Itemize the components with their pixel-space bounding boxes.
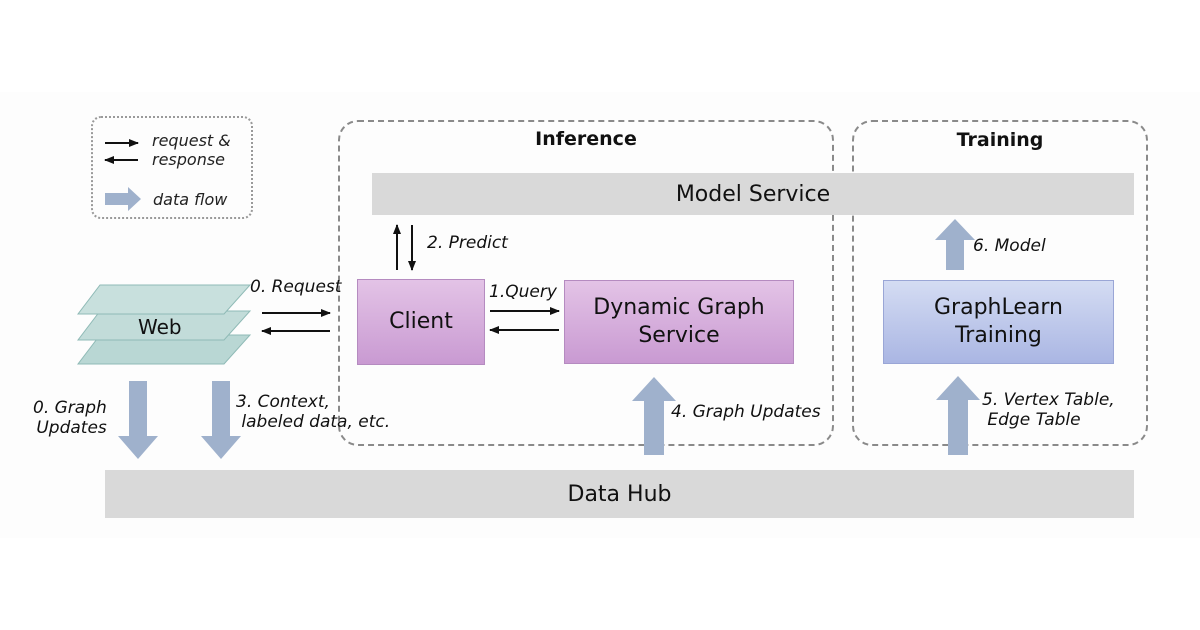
vertex-edge-table-label: 5. Vertex Table, Edge Table	[982, 390, 1115, 430]
graph-updates-flow-arrow-icon	[118, 381, 158, 459]
graph-updates-label: 4. Graph Updates	[671, 402, 821, 422]
web-stack-icon	[76, 284, 252, 365]
inference-region	[338, 120, 834, 446]
graph-updates-up-arrow-icon	[632, 377, 676, 455]
graphlearn-training-node: GraphLearn Training	[883, 280, 1114, 364]
web-node-label: Web	[138, 315, 182, 339]
dynamic-graph-service-node: Dynamic Graph Service	[564, 280, 794, 364]
predict-label: 2. Predict	[427, 233, 508, 253]
client-node: Client	[357, 279, 485, 365]
legend-data-flow-arrow-icon	[105, 187, 141, 211]
request-label: 0. Request	[250, 277, 342, 297]
graph-updates-web-label: 0. Graph Updates	[33, 398, 107, 438]
data-hub-bar: Data Hub	[105, 470, 1134, 518]
vertex-edge-table-up-arrow-icon	[936, 376, 980, 455]
model-service-bar: Model Service	[372, 173, 1134, 215]
training-region	[852, 120, 1148, 446]
context-label: 3. Context, labeled data, etc.	[236, 392, 391, 432]
query-label: 1.Query	[489, 282, 557, 302]
legend	[91, 116, 253, 219]
model-up-arrow-icon	[935, 219, 975, 270]
legend-data-flow-label: data flow	[153, 190, 228, 209]
model-label: 6. Model	[973, 236, 1046, 256]
legend-request-response-label: request & response	[152, 131, 231, 169]
inference-title: Inference	[535, 128, 637, 150]
training-title: Training	[956, 129, 1044, 151]
context-flow-arrow-icon	[201, 381, 241, 459]
